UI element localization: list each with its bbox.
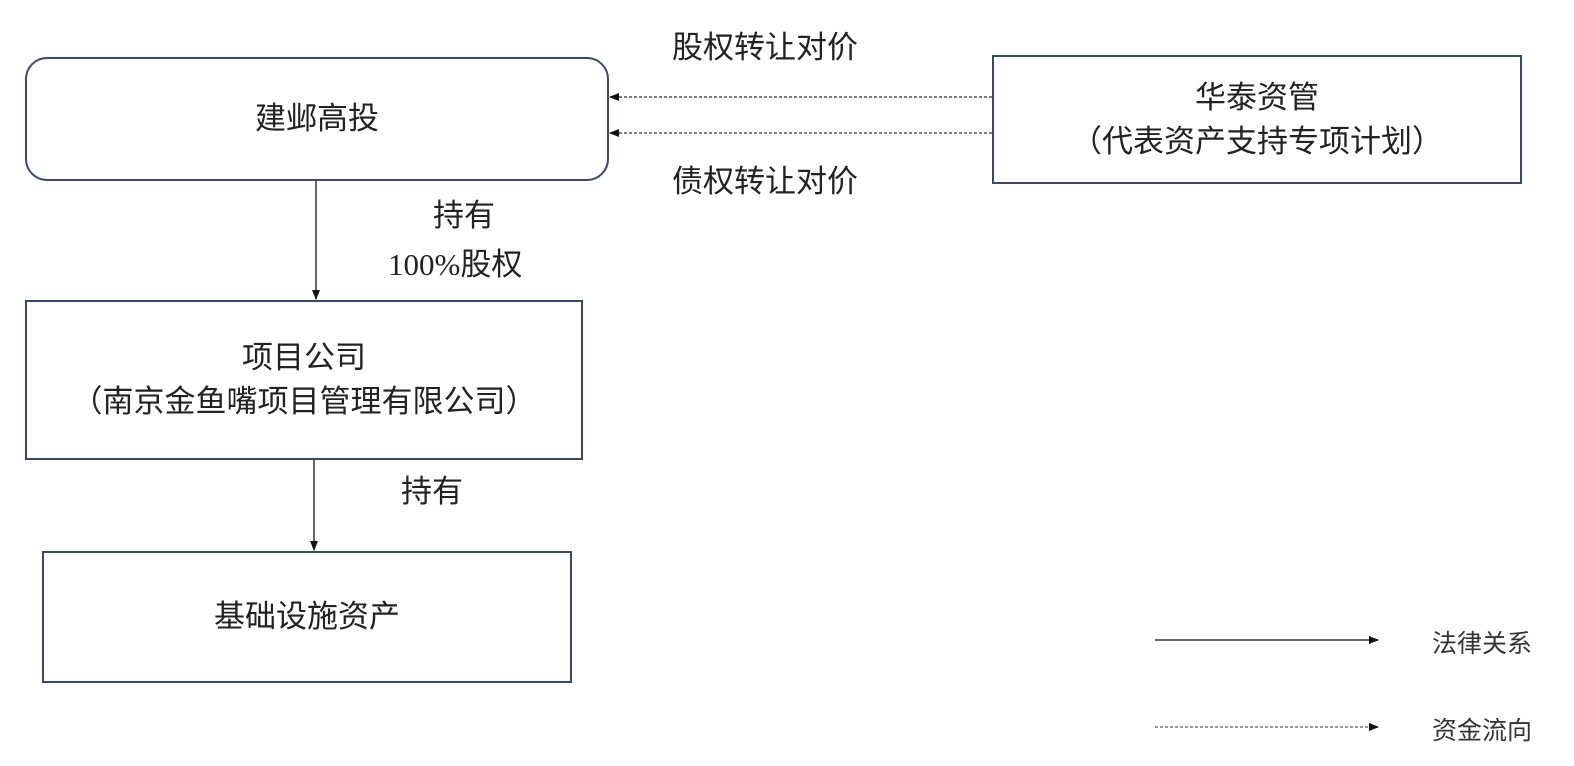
label-equity-payment: 股权转让对价 <box>672 30 858 65</box>
label-hold-100-line1: 持有 <box>433 198 495 233</box>
label-hold: 持有 <box>401 474 463 509</box>
node-project-company-subtitle: （南京金鱼嘴项目管理有限公司） <box>71 384 537 419</box>
node-infrastructure-title: 基础设施资产 <box>214 599 400 634</box>
node-project-company-title: 项目公司 <box>242 340 366 375</box>
node-jianye-title: 建邺高投 <box>255 101 379 136</box>
node-project-company: 项目公司 （南京金鱼嘴项目管理有限公司） <box>25 300 583 460</box>
node-infrastructure: 基础设施资产 <box>42 551 572 683</box>
label-hold-100-line2: 100%股权 <box>388 247 523 282</box>
node-huatai: 华泰资管 （代表资产支持专项计划） <box>992 55 1522 184</box>
node-huatai-subtitle: （代表资产支持专项计划） <box>1071 123 1443 159</box>
legend-funds-label: 资金流向 <box>1432 718 1533 745</box>
node-jianye: 建邺高投 <box>25 57 609 181</box>
label-debt-payment: 债权转让对价 <box>672 164 858 199</box>
node-huatai-title: 华泰资管 <box>1195 79 1319 115</box>
legend-legal-label: 法律关系 <box>1432 631 1533 658</box>
